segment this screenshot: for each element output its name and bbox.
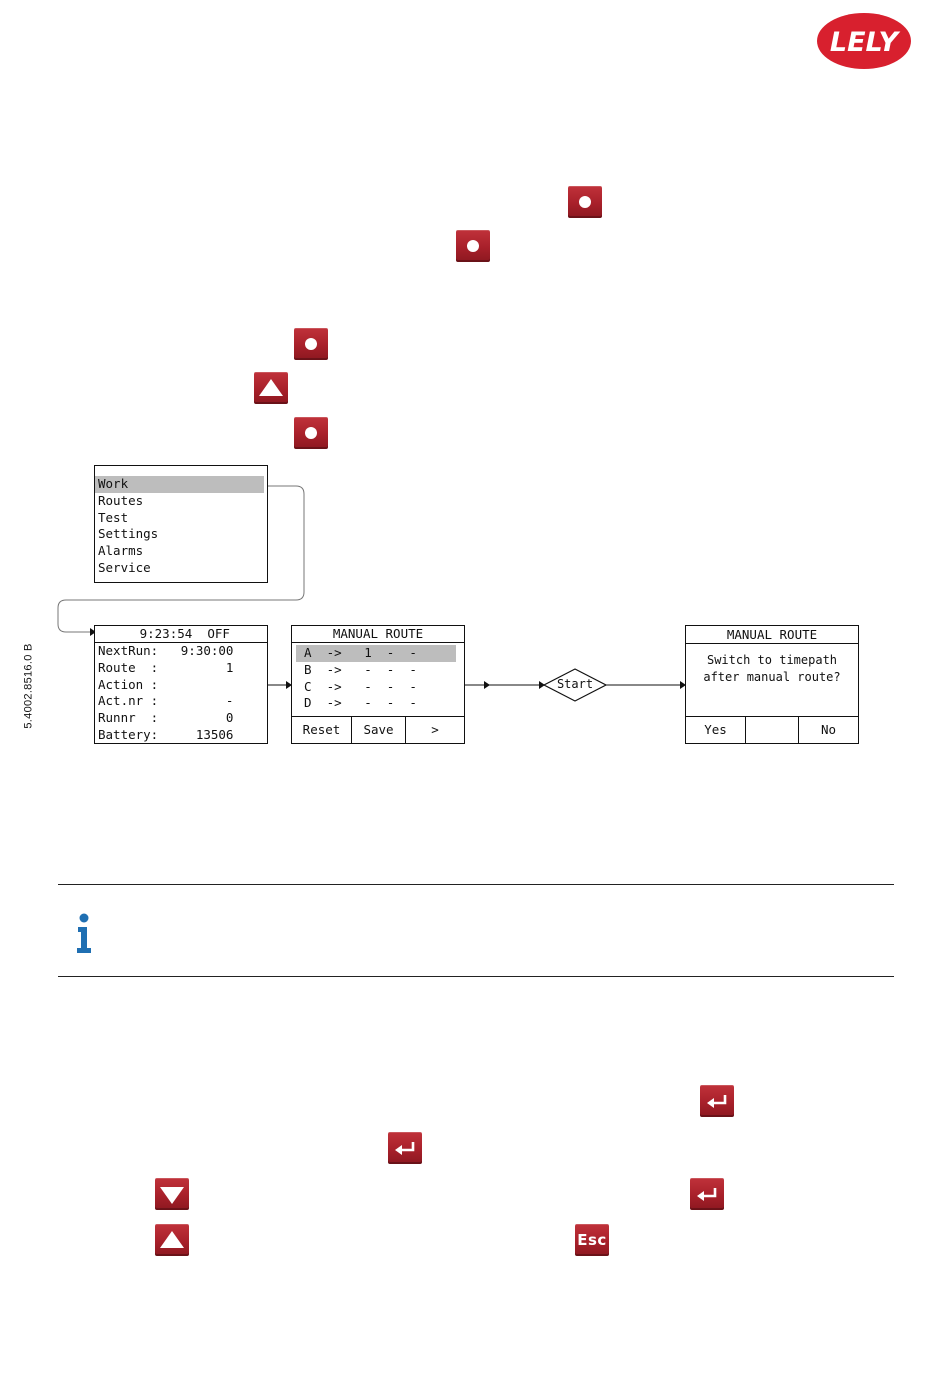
manual-route-softkeys: Reset Save > [292,716,464,743]
enter-button-icon [700,1085,734,1117]
status-title: 9:23:54 OFF [95,626,267,643]
yes-softkey[interactable]: Yes [686,717,746,743]
status-row-battery: Battery: 13506 [98,726,234,742]
route-row-d[interactable]: D -> - - - [304,695,417,711]
manual-route-screen: MANUAL ROUTE A -> 1 - - B -> - - - C -> … [291,625,465,744]
confirm-title: MANUAL ROUTE [686,626,858,644]
ok-button-icon [294,417,328,449]
status-row-nextrun: NextRun: 9:30:00 [98,643,234,658]
manual-route-title: MANUAL ROUTE [292,626,464,643]
ok-button-icon [568,186,602,218]
enter-button-icon [388,1132,422,1164]
menu-item-test[interactable]: Test [98,509,129,525]
save-softkey[interactable]: Save [352,717,406,743]
info-icon [77,913,91,953]
menu-item-routes[interactable]: Routes [98,492,144,508]
arrow-up-button-icon [254,372,288,404]
logo-text: LELY [830,27,901,58]
no-softkey[interactable]: No [798,717,858,743]
confirm-line-1: Switch to timepath [706,653,838,667]
enter-button-icon [690,1178,724,1210]
reset-softkey[interactable]: Reset [292,717,352,743]
route-row-c[interactable]: C -> - - - [304,678,417,694]
note-top-rule [58,884,894,885]
next-softkey[interactable]: > [431,722,439,737]
ok-button-icon [456,230,490,262]
menu-item-work[interactable]: Work [95,476,264,493]
route-row-b[interactable]: B -> - - - [304,661,417,677]
status-row-runnr: Runnr : 0 [98,710,234,726]
route-row-a[interactable]: A -> 1 - - [296,645,456,662]
note-bottom-rule [58,976,894,977]
menu-item-alarms[interactable]: Alarms [98,543,144,559]
status-screen: 9:23:54 OFF NextRun: 9:30:00 Route : 1 A… [94,625,268,744]
start-decision-diamond [542,668,608,702]
arrow-down-button-icon [155,1178,189,1210]
esc-label: Esc [577,1231,607,1249]
ok-button-icon [294,328,328,360]
main-menu-screen: Work Routes Test Settings Alarms Service [94,465,268,583]
confirm-line-2: after manual route? [703,669,841,684]
start-decision-label: Start [556,677,594,691]
confirm-screen: MANUAL ROUTE Switch to timepath after ma… [685,625,859,744]
arrow-up-button-icon [155,1224,189,1256]
status-row-route: Route : 1 [98,659,234,675]
esc-button-icon: Esc [575,1224,609,1256]
confirm-softkeys: Yes No [686,716,858,743]
lely-logo: LELY [817,13,911,69]
menu-item-settings[interactable]: Settings [98,526,159,542]
status-row-actnr: Act.nr : - [98,693,234,709]
menu-item-service[interactable]: Service [98,559,151,575]
status-row-action: Action : [98,676,159,692]
